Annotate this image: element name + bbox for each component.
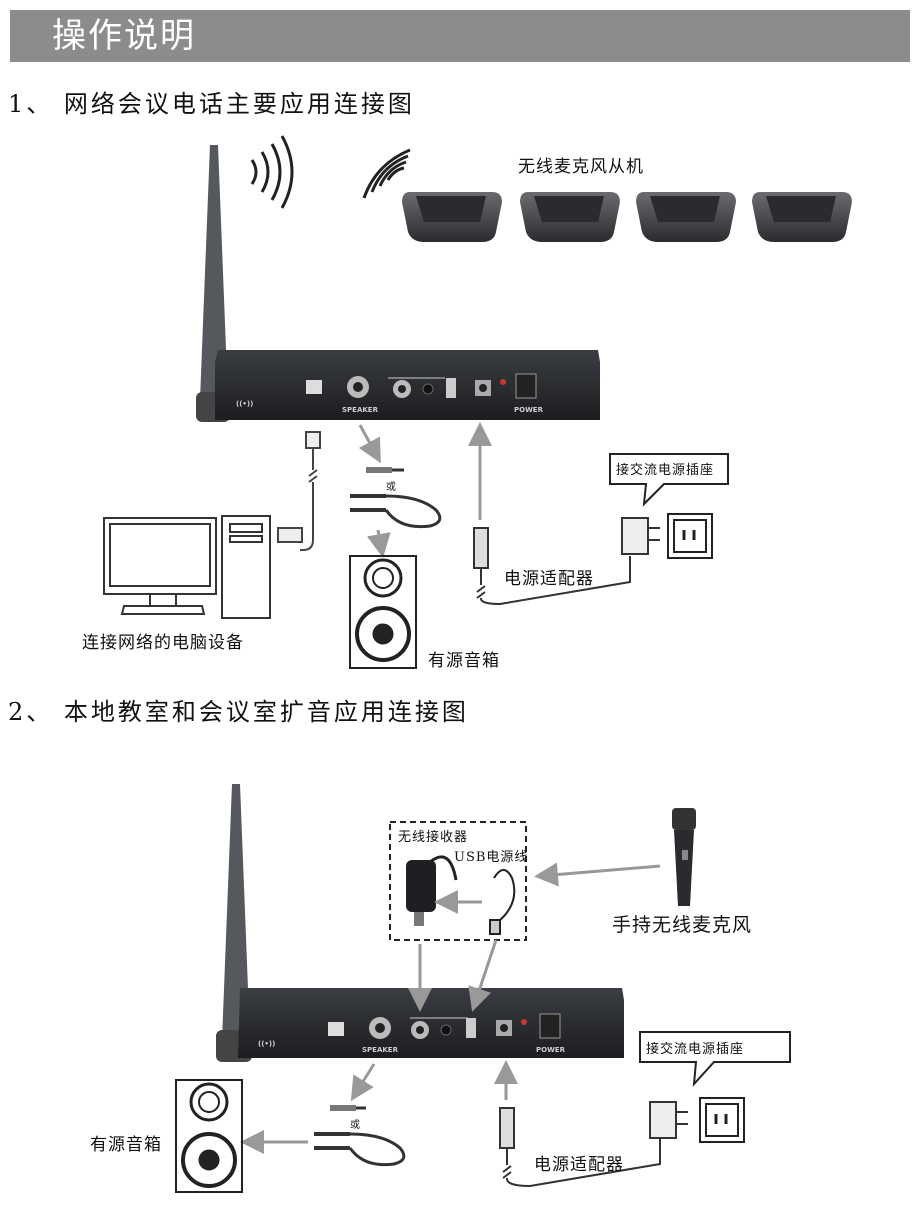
or-label: 或 xyxy=(350,1120,360,1131)
wall-socket-icon xyxy=(667,513,713,559)
speaker-icon xyxy=(349,555,417,669)
usb-cable-icon xyxy=(489,869,516,935)
svg-text:((•)): ((•)) xyxy=(236,400,253,408)
section2-title: 2、 本地教室和会议室扩音应用连接图 xyxy=(8,698,469,726)
power-adapter-icon xyxy=(473,517,660,606)
handheld-mic-icon xyxy=(672,808,696,906)
speaker-icon xyxy=(175,1079,243,1193)
computer-icon xyxy=(103,515,271,619)
wireless-mics-label: 无线麦克风从机 xyxy=(518,157,644,177)
receiver-box xyxy=(389,821,527,941)
computer-label: 连接网络的电脑设备 xyxy=(82,633,244,653)
or-label: 或 xyxy=(386,482,396,493)
speaker-label: 有源音箱 xyxy=(90,1135,162,1155)
power-switch-label: POWER xyxy=(536,1046,566,1054)
wireless-mic-units xyxy=(402,192,852,242)
ac-socket-label: 接交流电源插座 xyxy=(646,1042,745,1057)
audio-cables xyxy=(314,1105,406,1167)
speaker-port-label: SPEAKER xyxy=(362,1046,399,1054)
page-title: 操作说明 xyxy=(52,16,196,56)
speaker-port-label: SPEAKER xyxy=(342,406,379,414)
receiver-label: 无线接收器 xyxy=(398,830,469,845)
power-adapter-label: 电源适配器 xyxy=(504,569,594,589)
handheld-mic-label: 手持无线麦克风 xyxy=(612,914,753,936)
wall-socket-icon xyxy=(699,1097,745,1143)
receiver-icon xyxy=(406,855,458,926)
audio-cables xyxy=(350,467,442,529)
usb-cable xyxy=(277,431,321,551)
power-adapter-label: 电源适配器 xyxy=(534,1155,624,1175)
ac-socket-label: 接交流电源插座 xyxy=(616,463,715,478)
speaker-label: 有源音箱 xyxy=(428,651,500,671)
power-switch-label: POWER xyxy=(514,406,544,414)
power-adapter-icon xyxy=(499,1101,688,1188)
signal-waves-icon xyxy=(250,135,294,209)
callout-box xyxy=(609,453,729,507)
svg-text:((•)): ((•)) xyxy=(258,1040,275,1048)
base-unit-panel: ((•)) SPEAKER POWER xyxy=(215,350,600,420)
signal-waves-icon xyxy=(362,148,411,199)
base-unit-panel: ((•)) SPEAKER POWER xyxy=(238,988,624,1058)
callout-box xyxy=(639,1031,791,1087)
header-bar: 操作说明 xyxy=(10,10,910,62)
section1-title: 1、 网络会议电话主要应用连接图 xyxy=(8,90,415,118)
usb-cable-label: USB电源线 xyxy=(454,850,529,865)
